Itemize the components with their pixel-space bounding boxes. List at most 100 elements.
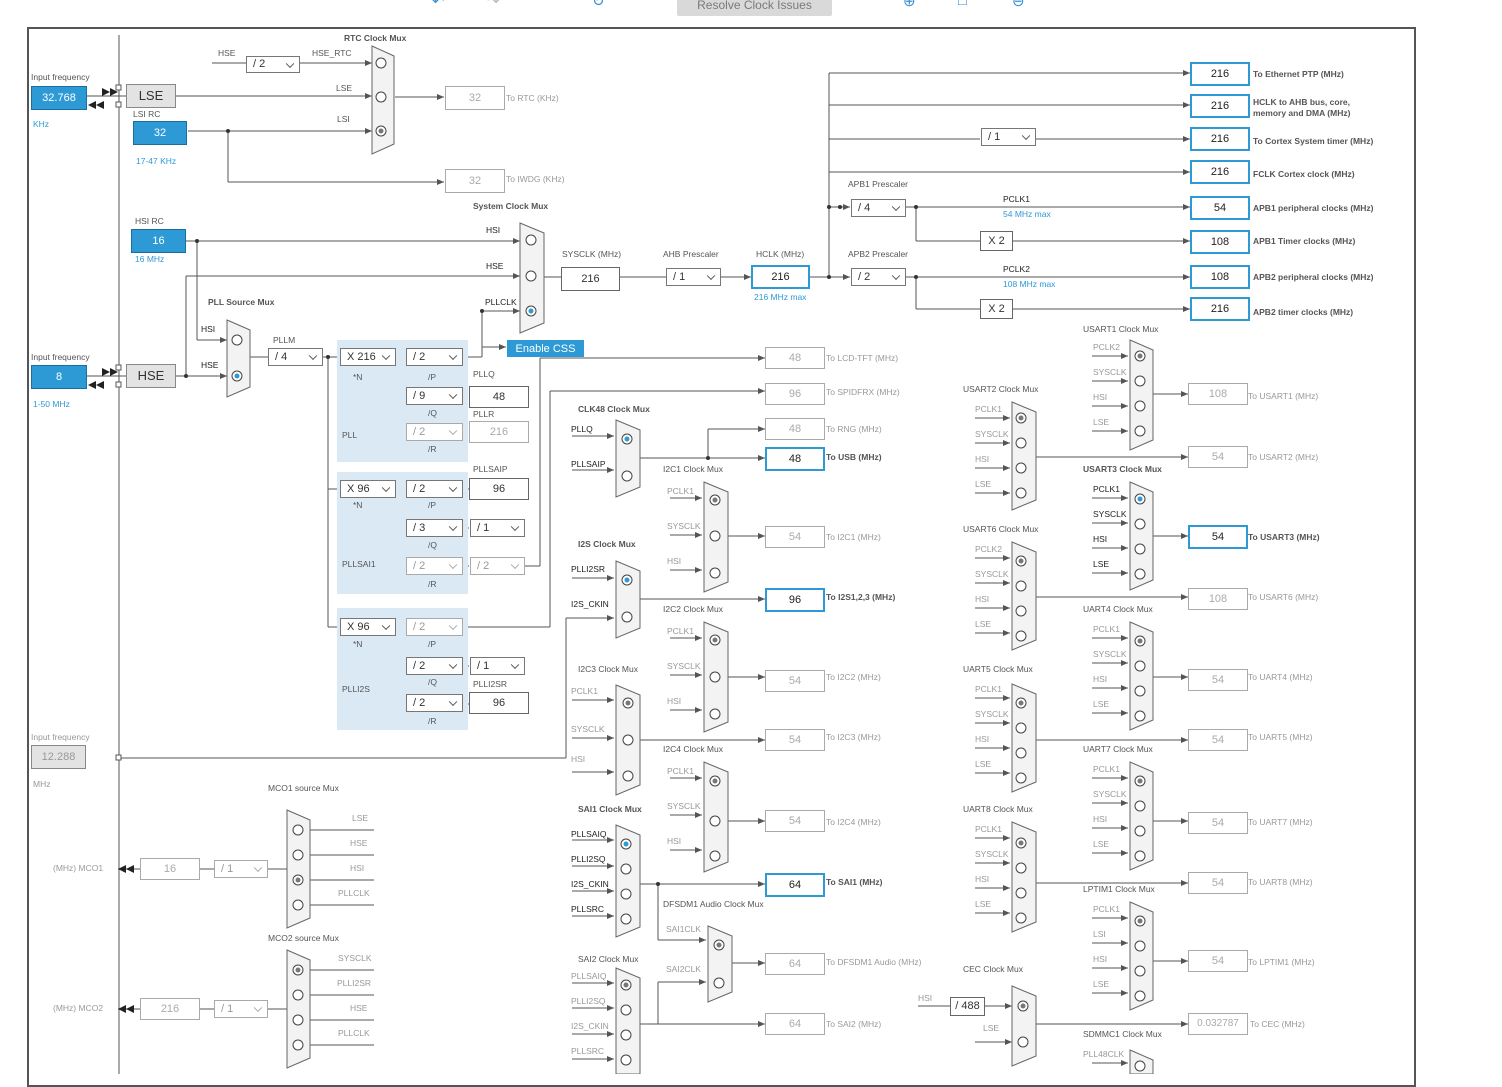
hsi-value: 16 [131, 229, 186, 253]
ahb-prescaler-label: AHB Prescaler [663, 249, 719, 259]
hclk-input[interactable]: 216 [751, 265, 810, 289]
sai2-output: 64 [765, 1013, 825, 1035]
plli2s-q-select[interactable]: / 2 [406, 657, 463, 675]
pllsai-q2-select[interactable]: / 1 [470, 519, 525, 537]
hsi-title: HSI RC [135, 216, 164, 226]
lsi-value: 32 [133, 121, 187, 145]
pllm-select[interactable]: / 4 [268, 348, 323, 366]
clk48-pllq-label: PLLQ [571, 424, 593, 434]
rtc-hse-divider[interactable]: / 2 [246, 56, 300, 73]
sai1-output[interactable]: 64 [765, 873, 825, 897]
usart1-lse-label: LSE [1093, 417, 1110, 427]
lptim1-pclk1-label: PCLK1 [1093, 904, 1120, 914]
i2c1-hsi-label: HSI [667, 556, 682, 566]
pll-p-select[interactable]: / 2 [406, 348, 463, 366]
enable-css-button[interactable]: Enable CSS [507, 340, 584, 357]
sai2-pllsrc-label: PLLSRC [571, 1046, 605, 1056]
i2c3-label: To I2C3 (MHz) [826, 732, 881, 742]
ext-unit: MHz [33, 779, 51, 789]
plli2s-r-select[interactable]: / 2 [406, 694, 463, 712]
pllsai-n-select[interactable]: X 96 [340, 480, 396, 498]
i2c4-pclk1-label: PCLK1 [667, 766, 694, 776]
apb2-periph-output[interactable]: 108 [1190, 265, 1250, 289]
i2c2-pclk1-label: PCLK1 [667, 626, 694, 636]
mco2-label: (MHz) MCO2 [53, 1003, 104, 1013]
usart6-mux-title: USART6 Clock Mux [963, 524, 1039, 534]
ahb-prescaler-select[interactable]: / 1 [666, 268, 721, 286]
fclk-output[interactable]: 216 [1190, 160, 1250, 184]
undo-icon[interactable]: ↶ [432, 0, 445, 10]
usart2-hsi-label: HSI [975, 454, 990, 464]
rng-label: To RNG (MHz) [826, 424, 882, 434]
plli2s-p-select[interactable]: / 2 [406, 618, 463, 636]
ext-frequency-input[interactable]: 12.288 [31, 745, 86, 769]
pclk2-label: PCLK2 [1003, 264, 1030, 274]
usart6-sysclk-label: SYSCLK [975, 569, 1009, 579]
cortex-timer-divider[interactable]: / 1 [981, 128, 1036, 146]
pllm-label: PLLM [273, 335, 296, 345]
i2s-output[interactable]: 96 [765, 588, 825, 612]
uart4-output-label: To UART4 (MHz) [1248, 672, 1313, 682]
usart3-pclk1-label: PCLK1 [1093, 484, 1120, 494]
sysclk-value: 216 [561, 267, 620, 291]
hse-frequency-input[interactable]: 8 [31, 365, 87, 389]
hse-input-title: Input frequency [31, 352, 90, 362]
pllsai-r-select[interactable]: / 2 [406, 557, 463, 575]
usart1-output-label: To USART1 (MHz) [1248, 391, 1319, 401]
mco1-output: 16 [140, 858, 200, 880]
zoom-out-icon[interactable]: ⊖ [1012, 0, 1025, 10]
sysmux-pllclk-label: PLLCLK [485, 297, 517, 307]
rtc-hse-rtc-label: HSE_RTC [312, 48, 352, 58]
pllsai-name: PLLSAI1 [342, 559, 376, 569]
pll-r-select[interactable]: / 2 [406, 423, 463, 441]
pllsai-q-label: /Q [428, 540, 437, 550]
refresh-icon[interactable]: ↻ [592, 0, 605, 10]
apb1-periph-output[interactable]: 54 [1190, 196, 1250, 220]
apb1-timer-output[interactable]: 108 [1190, 230, 1250, 254]
redo-icon[interactable]: ↷ [487, 0, 500, 10]
plli2s-n-select[interactable]: X 96 [340, 618, 396, 636]
pllsaip-value: 96 [469, 478, 529, 500]
usart6-lse-label: LSE [975, 619, 992, 629]
pllsai-p-select[interactable]: / 2 [406, 480, 463, 498]
i2c3-hsi-label: HSI [571, 754, 586, 764]
usart2-sysclk-label: SYSCLK [975, 429, 1009, 439]
pllsai-r2-select[interactable]: / 2 [470, 557, 525, 575]
fclk-label: FCLK Cortex clock (MHz) [1253, 169, 1355, 179]
i2c1-output: 54 [765, 526, 825, 548]
usart1-sysclk-label: SYSCLK [1093, 367, 1127, 377]
usart3-output[interactable]: 54 [1188, 525, 1248, 549]
uart8-pclk1-label: PCLK1 [975, 824, 1002, 834]
pllsai-q-select[interactable]: / 3 [406, 519, 463, 537]
uart7-pclk1-label: PCLK1 [1093, 764, 1120, 774]
uart7-output: 54 [1188, 812, 1248, 834]
fit-icon[interactable]: □ [958, 0, 968, 9]
hclk-ahb-output[interactable]: 216 [1190, 94, 1250, 118]
sai1-mux-title: SAI1 Clock Mux [578, 804, 642, 814]
apb2-timer-output[interactable]: 216 [1190, 297, 1250, 321]
pll-q-select[interactable]: / 9 [406, 387, 463, 405]
usb-output[interactable]: 48 [765, 447, 825, 471]
mco2-divider[interactable]: / 1 [214, 1000, 268, 1018]
zoom-in-icon[interactable]: ⊕ [903, 0, 916, 10]
plli2s-q2-select[interactable]: / 1 [470, 657, 525, 675]
uart5-sysclk-label: SYSCLK [975, 709, 1009, 719]
apb1-prescaler-select[interactable]: / 4 [851, 199, 906, 217]
i2c1-mux-title: I2C1 Clock Mux [663, 464, 723, 474]
dfsdm-mux-title: DFSDM1 Audio Clock Mux [663, 899, 764, 909]
apb2-prescaler-select[interactable]: / 2 [851, 268, 906, 286]
lse-frequency-input[interactable]: 32.768 [31, 86, 87, 110]
uart5-pclk1-label: PCLK1 [975, 684, 1002, 694]
cortex-timer-output[interactable]: 216 [1190, 127, 1250, 151]
i2s-ckin-label: I2S_CKIN [571, 599, 609, 609]
usart6-pclk2-label: PCLK2 [975, 544, 1002, 554]
i2c4-sysclk-label: SYSCLK [667, 801, 701, 811]
ethernet-ptp-output[interactable]: 216 [1190, 62, 1250, 86]
usart2-output: 54 [1188, 446, 1248, 468]
resolve-clock-issues-button[interactable]: Resolve Clock Issues [677, 0, 832, 16]
pll-n-select[interactable]: X 216 [340, 348, 396, 366]
sai1-label: To SAI1 (MHz) [826, 877, 883, 887]
uart8-output: 54 [1188, 872, 1248, 894]
mco1-divider[interactable]: / 1 [214, 860, 268, 878]
